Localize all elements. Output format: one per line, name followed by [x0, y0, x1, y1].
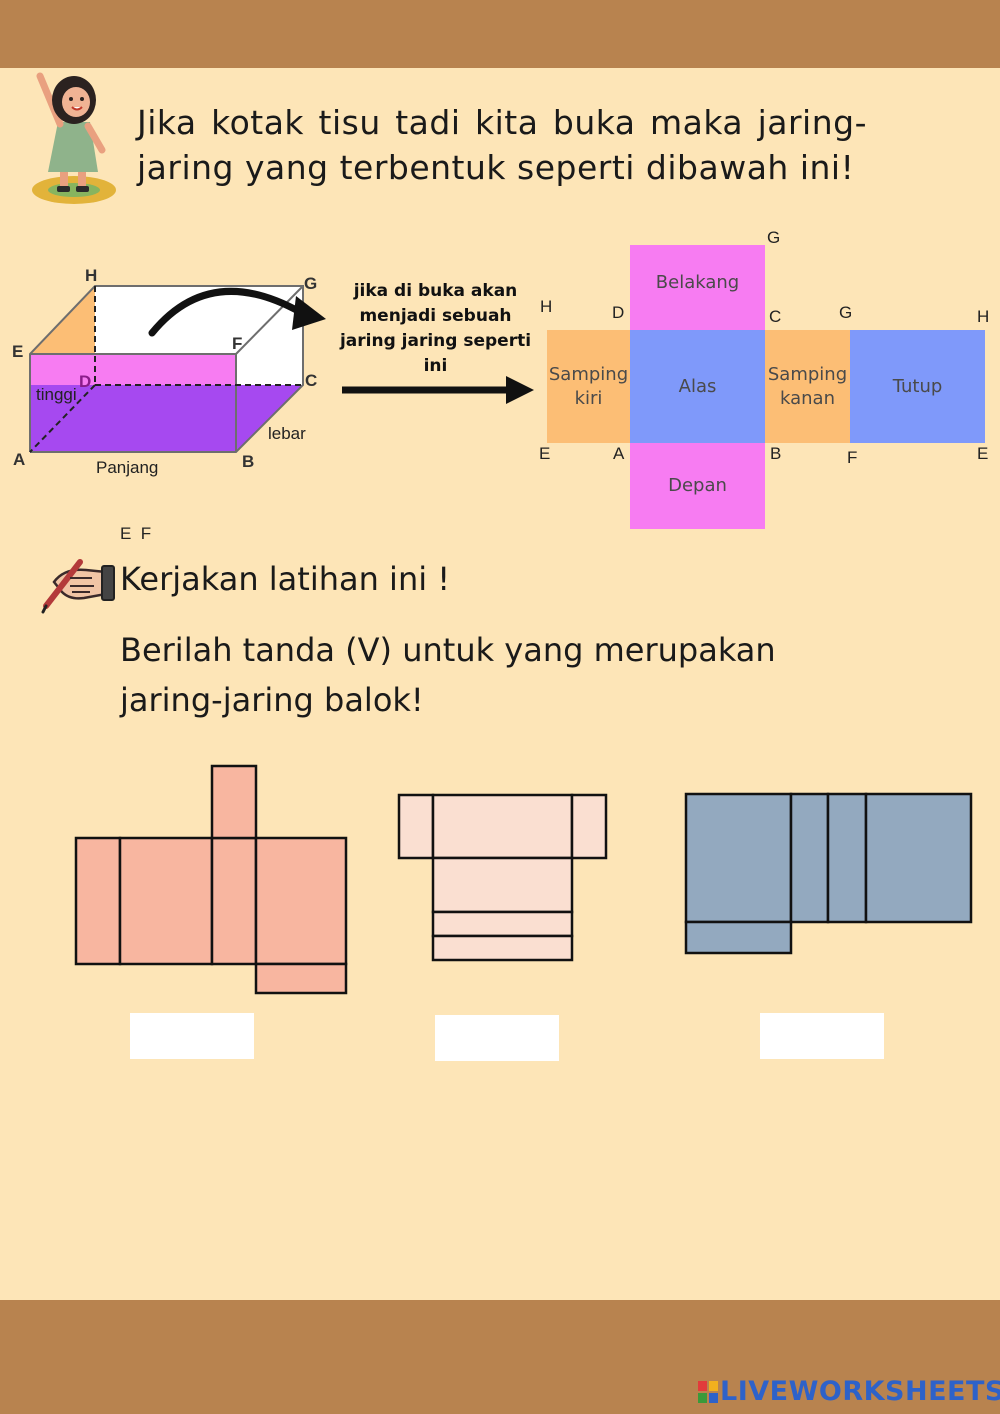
- waving-girl-icon: [32, 72, 116, 204]
- net-vertex-g-mid: G: [839, 303, 853, 322]
- label-tinggi: tinggi: [36, 385, 77, 404]
- stray-label: E F: [120, 524, 152, 543]
- vertex-f: F: [232, 334, 243, 353]
- writing-hand-icon: [41, 559, 115, 614]
- vertex-e: E: [12, 342, 24, 361]
- answer-input-1[interactable]: [130, 1013, 254, 1059]
- answer-input-2[interactable]: [435, 1015, 559, 1061]
- face-belakang: Belakang: [630, 245, 765, 330]
- net-vertex-d: D: [612, 303, 625, 322]
- face-tutup: Tutup: [850, 330, 985, 443]
- face-depan: Depan: [630, 443, 765, 529]
- vertex-h: H: [85, 266, 98, 285]
- task-title: Kerjakan latihan ini !: [120, 560, 451, 598]
- liveworksheets-logo-icon: [698, 1381, 718, 1403]
- net-vertex-e-right: E: [977, 444, 989, 463]
- vertex-a: A: [13, 450, 26, 469]
- vertex-g: G: [304, 274, 318, 293]
- arrow-caption: jika di buka akan menjadi sebuah jaring …: [339, 281, 532, 376]
- net-option-3: [684, 792, 973, 955]
- face-samping-kanan: Samping kanan: [765, 330, 850, 443]
- right-arrow-icon: [342, 376, 534, 404]
- vertex-c: C: [305, 371, 318, 390]
- brand-name: LIVEWORKSHEETS: [720, 1376, 1000, 1407]
- net-vertex-f: F: [847, 448, 858, 467]
- bottom-band: [0, 1300, 1000, 1414]
- net-option-1: [74, 764, 348, 995]
- label-lebar: lebar: [268, 424, 306, 443]
- net-vertex-a: A: [613, 444, 625, 463]
- net-vertex-b: B: [770, 444, 782, 463]
- net-vertex-c: C: [769, 307, 782, 326]
- net-vertex-h-right: H: [977, 307, 990, 326]
- vertex-d: D: [79, 372, 92, 391]
- face-samping-kiri: Samping kiri: [547, 330, 630, 443]
- net-option-2: [397, 793, 608, 962]
- net-vertex-h-left: H: [540, 297, 553, 316]
- vertex-b: B: [242, 452, 255, 471]
- top-band: [0, 0, 1000, 68]
- net-vertex-e-left: E: [539, 444, 551, 463]
- face-alas: Alas: [630, 330, 765, 443]
- label-panjang: Panjang: [96, 458, 159, 477]
- task-instruction: Berilah tanda (V) untuk yang merupakan j…: [120, 631, 776, 719]
- box-illustration: [29, 285, 326, 453]
- net-vertex-g-top: G: [767, 228, 781, 247]
- answer-input-3[interactable]: [760, 1013, 884, 1059]
- intro-text: Jika kotak tisu tadi kita buka maka jari…: [137, 103, 867, 187]
